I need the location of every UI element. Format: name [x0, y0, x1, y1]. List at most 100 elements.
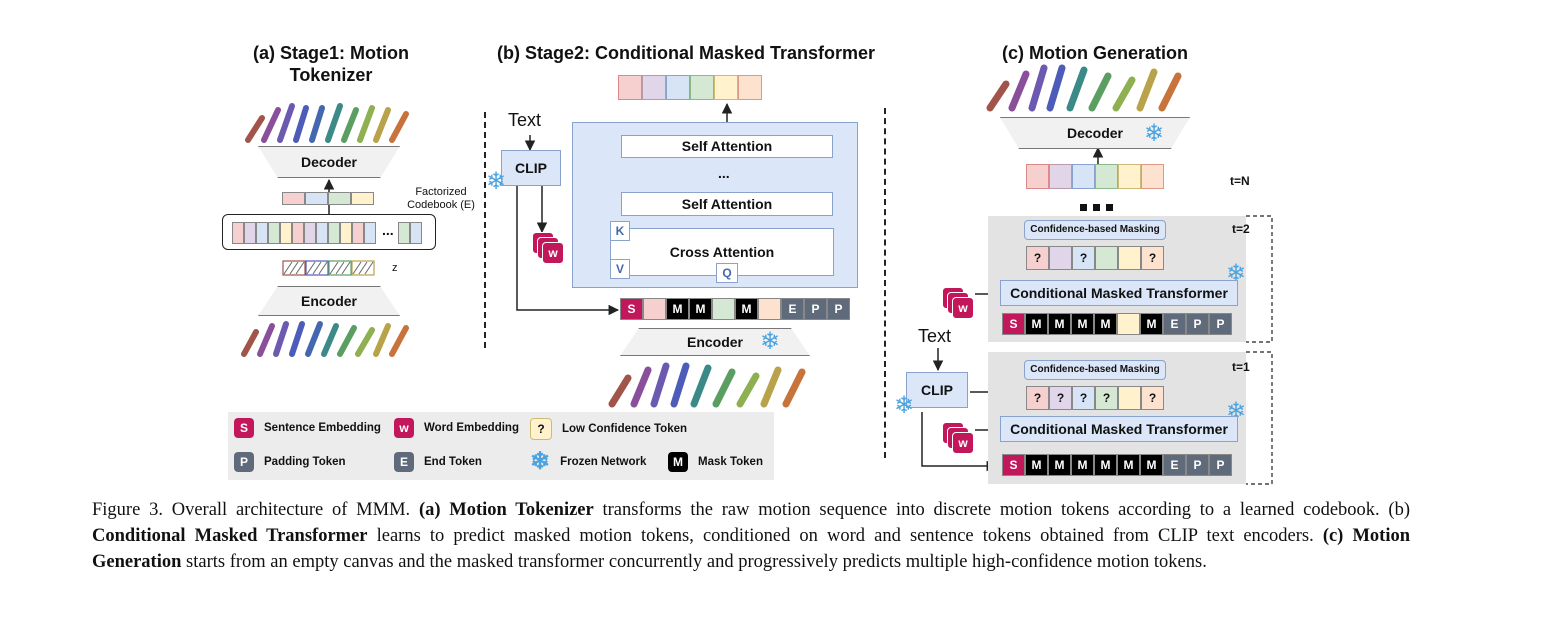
- pred-tokens-t1: ?????: [1026, 386, 1164, 410]
- codebook-label: Factorized Codebook (E): [407, 186, 475, 211]
- caption-a-text: transforms the raw motion sequence into …: [593, 500, 1410, 520]
- self-attention-1: Self Attention: [621, 135, 833, 158]
- token: M: [1048, 313, 1071, 335]
- t2-label: t=2: [1232, 222, 1250, 236]
- token: ?: [1095, 386, 1118, 410]
- token: E: [1163, 454, 1186, 476]
- token: M: [735, 298, 758, 320]
- token: M: [1025, 454, 1048, 476]
- token: M: [666, 298, 689, 320]
- caption-a-bold: (a) Motion Tokenizer: [418, 500, 594, 520]
- token: M: [689, 298, 712, 320]
- tN-label: t=N: [1230, 174, 1250, 188]
- token: M: [1025, 313, 1048, 335]
- decoder-c: Decoder: [1000, 117, 1190, 149]
- text-label-c: Text: [918, 326, 952, 346]
- padding-chip: P: [234, 452, 254, 472]
- caption-b-text: learns to predict masked motion tokens, …: [367, 526, 1323, 546]
- legend-word: Word Embedding: [424, 422, 519, 434]
- word-chip-c1: w: [958, 436, 968, 450]
- motion-figures-top-a: [245, 103, 409, 143]
- token: [758, 298, 781, 320]
- query-label: Q: [722, 266, 732, 280]
- token: M: [1094, 313, 1117, 335]
- encoder-b: Encoder: [620, 328, 810, 356]
- cmt-2: Conditional Masked Transformer: [1000, 280, 1238, 306]
- motion-figures-bottom-a: [241, 321, 409, 357]
- clip-box-b: CLIP: [501, 150, 561, 186]
- panel-b-title: (b) Stage2: Conditional Masked Transform…: [496, 43, 876, 63]
- token: E: [1163, 313, 1186, 335]
- cmt-2-label: Conditional Masked Transformer: [1010, 285, 1228, 301]
- codebook-ellipsis: ...: [382, 222, 394, 238]
- text-label-b: Text: [508, 110, 542, 130]
- legend-end: End Token: [424, 456, 482, 468]
- z-label: z: [392, 262, 398, 274]
- token: M: [1071, 313, 1094, 335]
- codebook-entries-end: [398, 222, 422, 244]
- token: E: [781, 298, 804, 320]
- panel-c-title: (c) Motion Generation: [1002, 43, 1188, 63]
- token: M: [1048, 454, 1071, 476]
- clip-box-c: CLIP: [906, 372, 968, 408]
- output-tokens-b: [618, 75, 762, 100]
- cmt-1: Conditional Masked Transformer: [1000, 416, 1238, 442]
- codebook-box: [222, 214, 436, 250]
- end-chip: E: [394, 452, 414, 472]
- figure-caption: Figure 3. Overall architecture of MMM. (…: [92, 497, 1410, 575]
- mask-chip: M: [668, 452, 688, 472]
- legend-low-conf: Low Confidence Token: [562, 423, 688, 435]
- token: [1118, 386, 1141, 410]
- snowflake-icon: ❄: [760, 328, 781, 355]
- self-attention-1-label: Self Attention: [681, 138, 773, 154]
- encoder-b-label: Encoder: [686, 334, 743, 350]
- caption-c-bold: (c) Motion Generation: [92, 526, 1410, 572]
- self-attention-2-label: Self Attention: [681, 196, 773, 212]
- token: M: [1094, 454, 1117, 476]
- token: ?: [1026, 386, 1049, 410]
- encoder-a-label: Encoder: [300, 293, 357, 309]
- panel-a-title: (a) Stage1: Motion Tokenizer: [253, 43, 409, 85]
- value-box: V: [610, 259, 630, 279]
- key-label: K: [615, 224, 625, 238]
- cmt-1-label: Conditional Masked Transformer: [1010, 421, 1228, 437]
- divider-left: [484, 112, 486, 348]
- token: ?: [1072, 386, 1095, 410]
- token: [712, 298, 735, 320]
- token: M: [1071, 454, 1094, 476]
- legend-mask: Mask Token: [698, 456, 763, 468]
- token: S: [1002, 454, 1025, 476]
- decoder-a-label: Decoder: [300, 154, 358, 170]
- token: [1117, 313, 1140, 335]
- token: ?: [1049, 386, 1072, 410]
- attention-dots: ...: [718, 165, 730, 181]
- self-attention-2: Self Attention: [621, 192, 833, 216]
- token: [1095, 246, 1118, 270]
- caption-c-text: starts from an empty canvas and the mask…: [181, 552, 1207, 572]
- conf-mask-1-label: Confidence-based Masking: [1030, 364, 1160, 375]
- token: S: [620, 298, 643, 320]
- cross-attention-label: Cross Attention: [669, 244, 775, 260]
- conf-mask-1: Confidence-based Masking: [1024, 360, 1166, 380]
- snowflake-icon: ❄: [1226, 260, 1247, 287]
- motion-figures-c: [986, 64, 1182, 112]
- clip-label-b: CLIP: [515, 160, 547, 176]
- token: P: [1209, 313, 1232, 335]
- token: ?: [1026, 246, 1049, 270]
- codebook-entries: [232, 222, 376, 244]
- token: P: [1186, 454, 1209, 476]
- token: [1118, 246, 1141, 270]
- codebook-row-a: [282, 192, 374, 205]
- conf-mask-2: Confidence-based Masking: [1024, 220, 1166, 240]
- encoder-a: Encoder: [258, 286, 400, 316]
- token: M: [1140, 313, 1163, 335]
- word-chip-b: w: [548, 246, 558, 260]
- token: P: [1186, 313, 1209, 335]
- decoder-a: Decoder: [258, 146, 400, 178]
- value-label: V: [615, 262, 624, 276]
- caption-prefix: Figure 3. Overall architecture of MMM.: [92, 500, 419, 520]
- output-tokens-c: [1026, 164, 1164, 189]
- token: M: [1140, 454, 1163, 476]
